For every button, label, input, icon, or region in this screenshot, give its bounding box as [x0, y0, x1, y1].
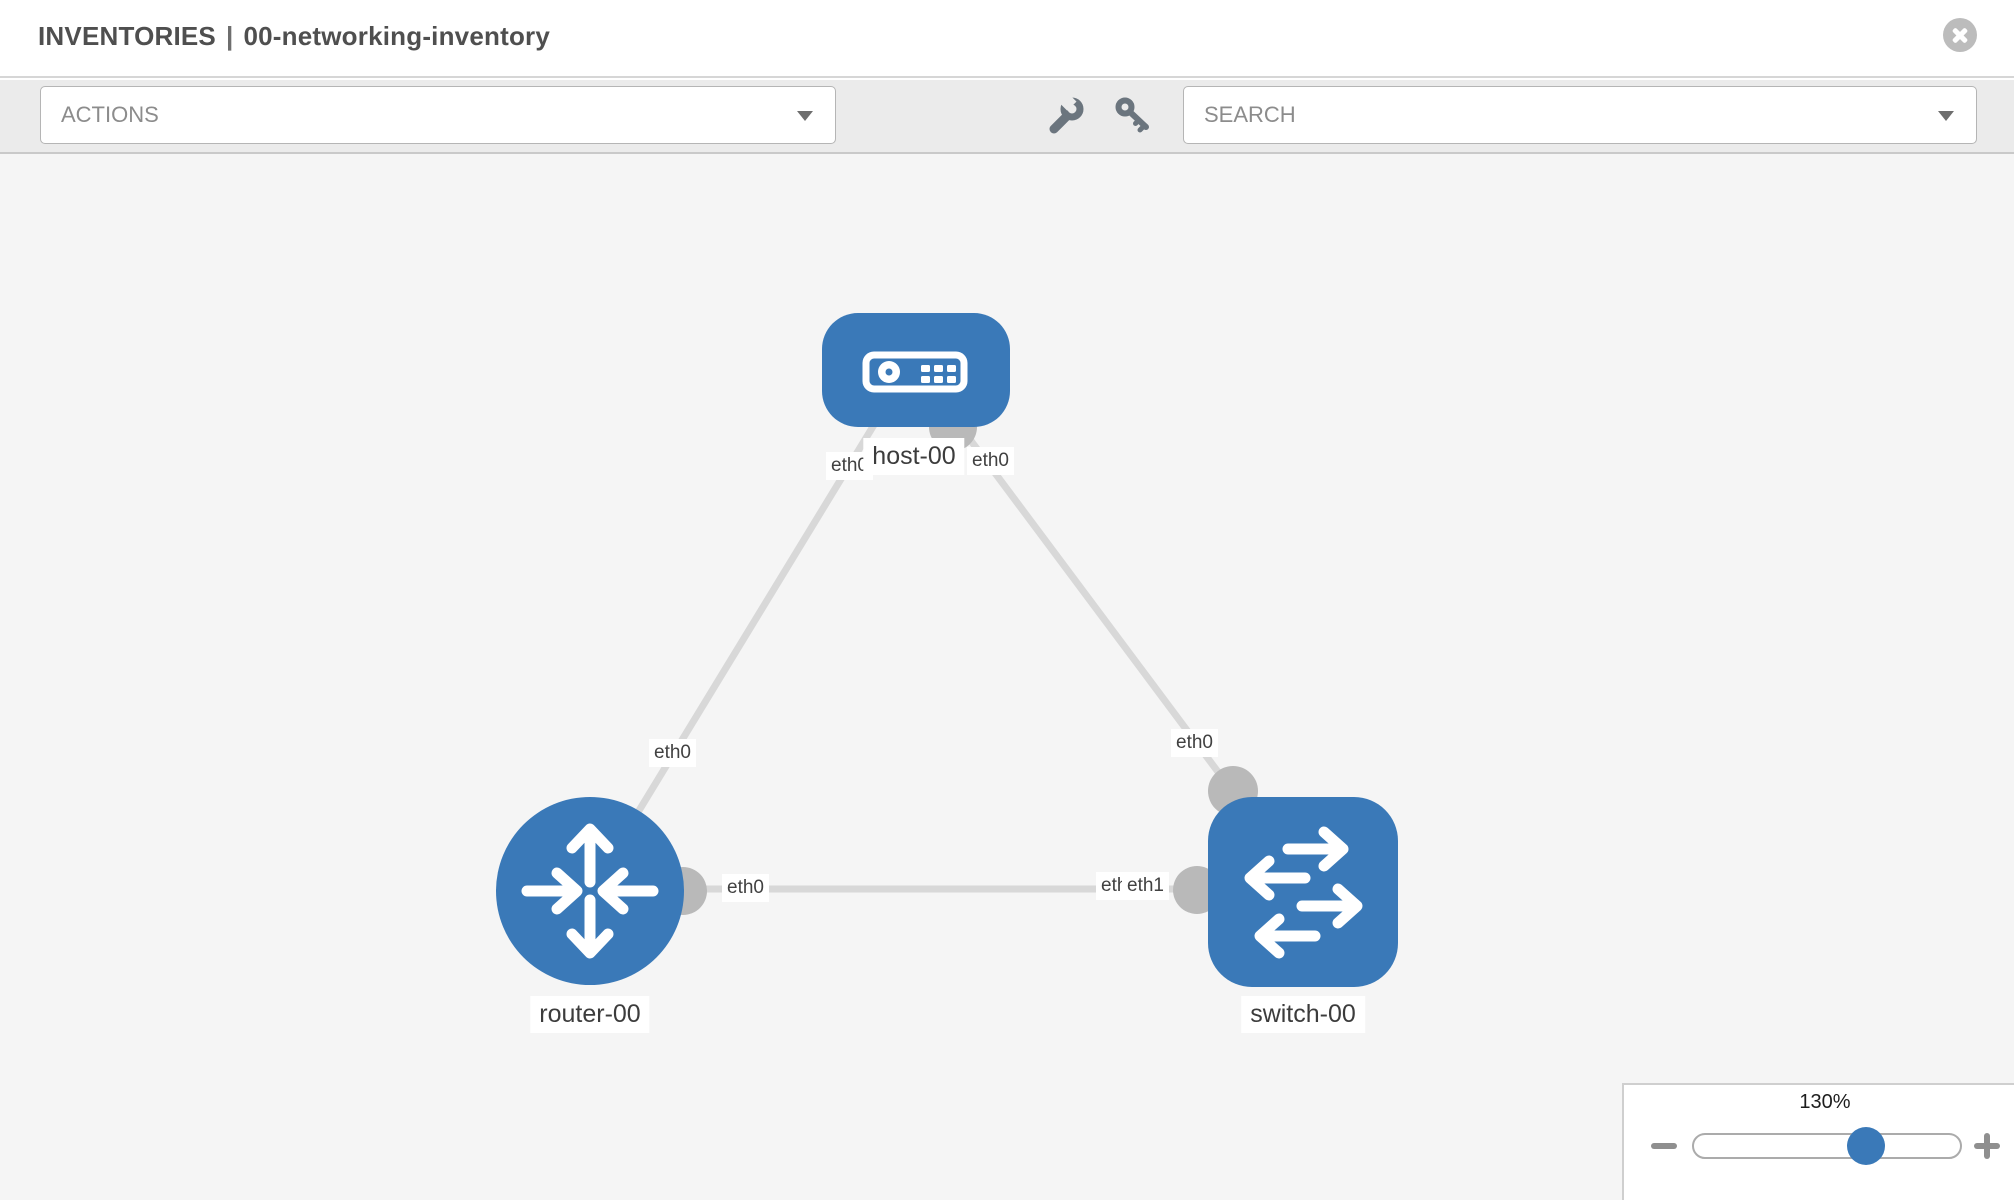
- actions-dropdown[interactable]: ACTIONS: [40, 86, 836, 144]
- zoom-slider-thumb[interactable]: [1847, 1127, 1885, 1165]
- zoom-panel: 130%: [1622, 1083, 2014, 1200]
- close-icon[interactable]: [1943, 18, 1977, 52]
- node-label-router: router-00: [530, 996, 650, 1034]
- chevron-down-icon: [797, 111, 813, 121]
- key-icon[interactable]: [1114, 96, 1154, 136]
- actions-dropdown-label: ACTIONS: [61, 102, 159, 127]
- switch-arrows-icon: [1244, 826, 1363, 959]
- minus-icon: [1651, 1143, 1677, 1149]
- search-dropdown[interactable]: SEARCH: [1183, 86, 1977, 144]
- inventory-name: 00-networking-inventory: [243, 21, 551, 51]
- toolbar: ACTIONS SEARCH: [0, 80, 2014, 154]
- zoom-in-button[interactable]: [1972, 1131, 2002, 1161]
- node-label-host: host-00: [863, 438, 965, 476]
- links: [587, 407, 1236, 893]
- port-label-host-right: eth0: [967, 447, 1014, 475]
- wrench-icon[interactable]: [1046, 96, 1086, 136]
- node-host-00[interactable]: [822, 313, 1010, 427]
- node-switch-00[interactable]: [1208, 797, 1398, 987]
- node-router-00[interactable]: [496, 797, 684, 985]
- header: INVENTORIES | 00-networking-inventory: [0, 0, 2014, 78]
- port-label-router-link: eth0: [649, 739, 696, 767]
- port-label-switch-top: eth0: [1171, 729, 1218, 757]
- plus-icon: [1984, 1133, 1990, 1159]
- topology-canvas[interactable]: eth0 eth0 host-00 eth0 eth0 eth0 eth0 et…: [0, 154, 2014, 1200]
- port-label-router-right: eth0: [722, 874, 769, 902]
- node-label-switch: switch-00: [1241, 996, 1365, 1034]
- host-device-icon: [862, 351, 968, 393]
- chevron-down-icon: [1938, 111, 1954, 121]
- search-dropdown-label: SEARCH: [1204, 102, 1296, 127]
- port-label-switch-left-front: eth1: [1122, 872, 1169, 900]
- breadcrumb-inventories[interactable]: INVENTORIES: [38, 21, 216, 51]
- zoom-level: 130%: [1799, 1091, 1851, 1113]
- zoom-out-button[interactable]: [1649, 1131, 1679, 1161]
- breadcrumb-separator: |: [225, 21, 234, 51]
- ports: [659, 403, 1258, 915]
- zoom-slider-track[interactable]: [1692, 1133, 1962, 1159]
- page-title: INVENTORIES | 00-networking-inventory: [38, 21, 550, 52]
- router-arrows-icon: [521, 823, 659, 959]
